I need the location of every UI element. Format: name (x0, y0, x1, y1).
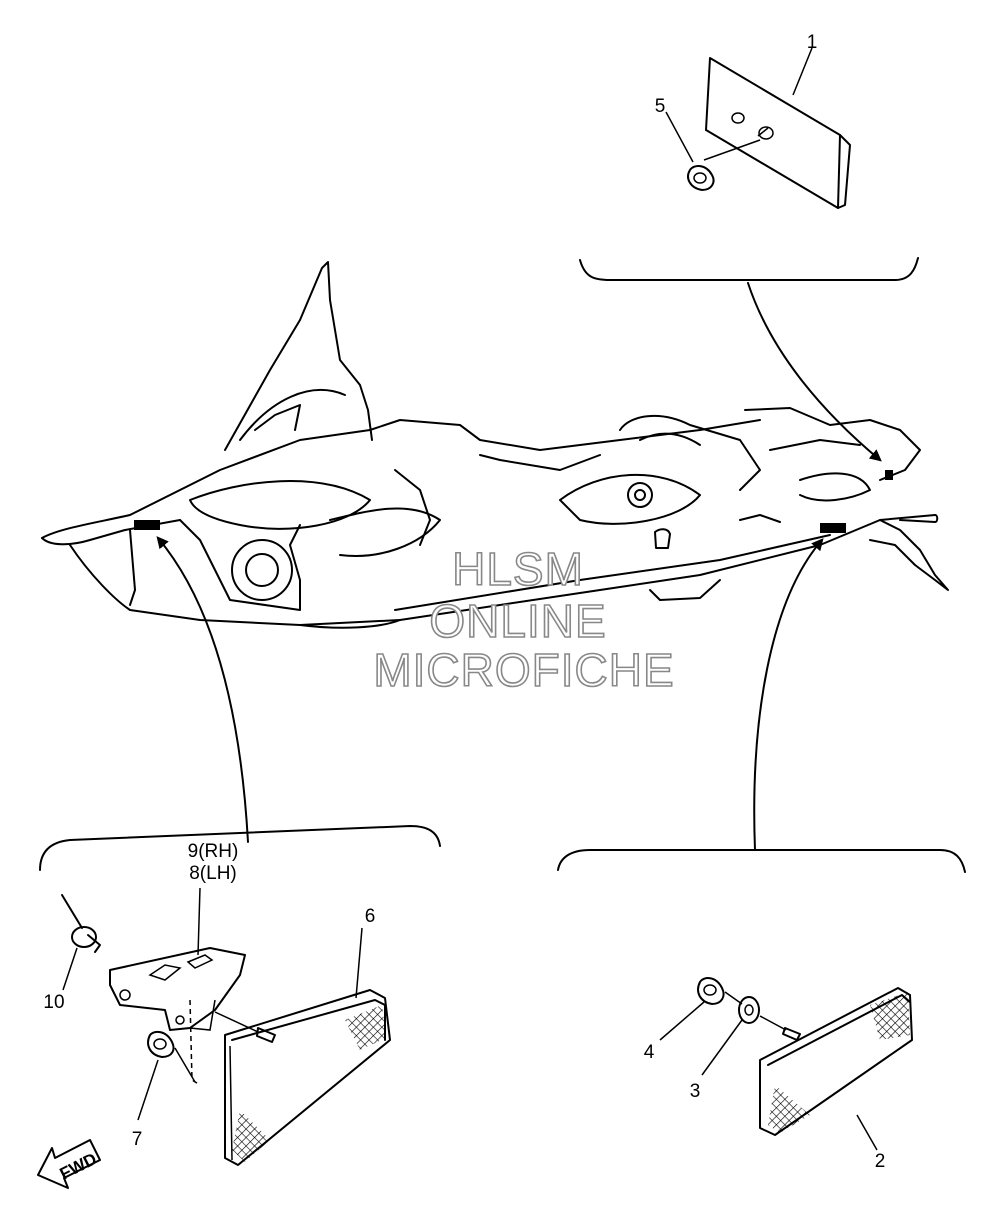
leader-1 (792, 47, 813, 96)
washer-3 (738, 996, 760, 1024)
fwd-arrow-icon: FWD (37, 1139, 101, 1189)
rivet-10 (61, 894, 101, 953)
leader-top (747, 282, 882, 462)
leader-6 (355, 927, 363, 999)
rear-reflector-mark (885, 470, 893, 480)
callout-9rh: 9(RH) (188, 841, 239, 862)
leader-5 (665, 111, 694, 163)
leader-7 (137, 1059, 159, 1121)
right-detail-frame (557, 849, 966, 873)
leader-left (156, 536, 249, 843)
leader-3 (701, 1019, 743, 1076)
callout-5: 5 (655, 96, 666, 117)
callout-4: 4 (644, 1042, 655, 1063)
leader-right (753, 538, 824, 851)
nut-4 (697, 977, 743, 1005)
callout-2: 2 (875, 1151, 886, 1172)
leader-8-9 (197, 887, 201, 956)
nut-7 (147, 1030, 196, 1083)
callout-8lh: 8(LH) (189, 863, 237, 884)
callout-7: 7 (132, 1129, 143, 1150)
callout-10: 10 (43, 992, 64, 1013)
leader-10 (62, 947, 78, 991)
callout-6: 6 (365, 906, 376, 927)
rear-side-reflector-mark (820, 523, 846, 533)
nut-5 (687, 165, 715, 191)
watermark-line3: MICROFICHE (373, 644, 674, 696)
leader-4 (659, 1001, 705, 1041)
rear-plate-reflector (703, 57, 851, 209)
watermark-line2: ONLINE (429, 595, 606, 647)
snowmobile-outline (41, 261, 949, 629)
front-reflector-mark (134, 520, 160, 530)
bracket-8-9 (109, 947, 246, 1086)
callout-3: 3 (690, 1081, 701, 1102)
reflector-6 (214, 989, 391, 1166)
watermark-line1: HLSM (452, 543, 584, 595)
callout-1: 1 (807, 32, 818, 53)
leader-2 (856, 1114, 878, 1151)
top-detail-frame (579, 257, 919, 281)
reflector-2 (759, 987, 913, 1136)
left-detail-frame (39, 825, 441, 871)
